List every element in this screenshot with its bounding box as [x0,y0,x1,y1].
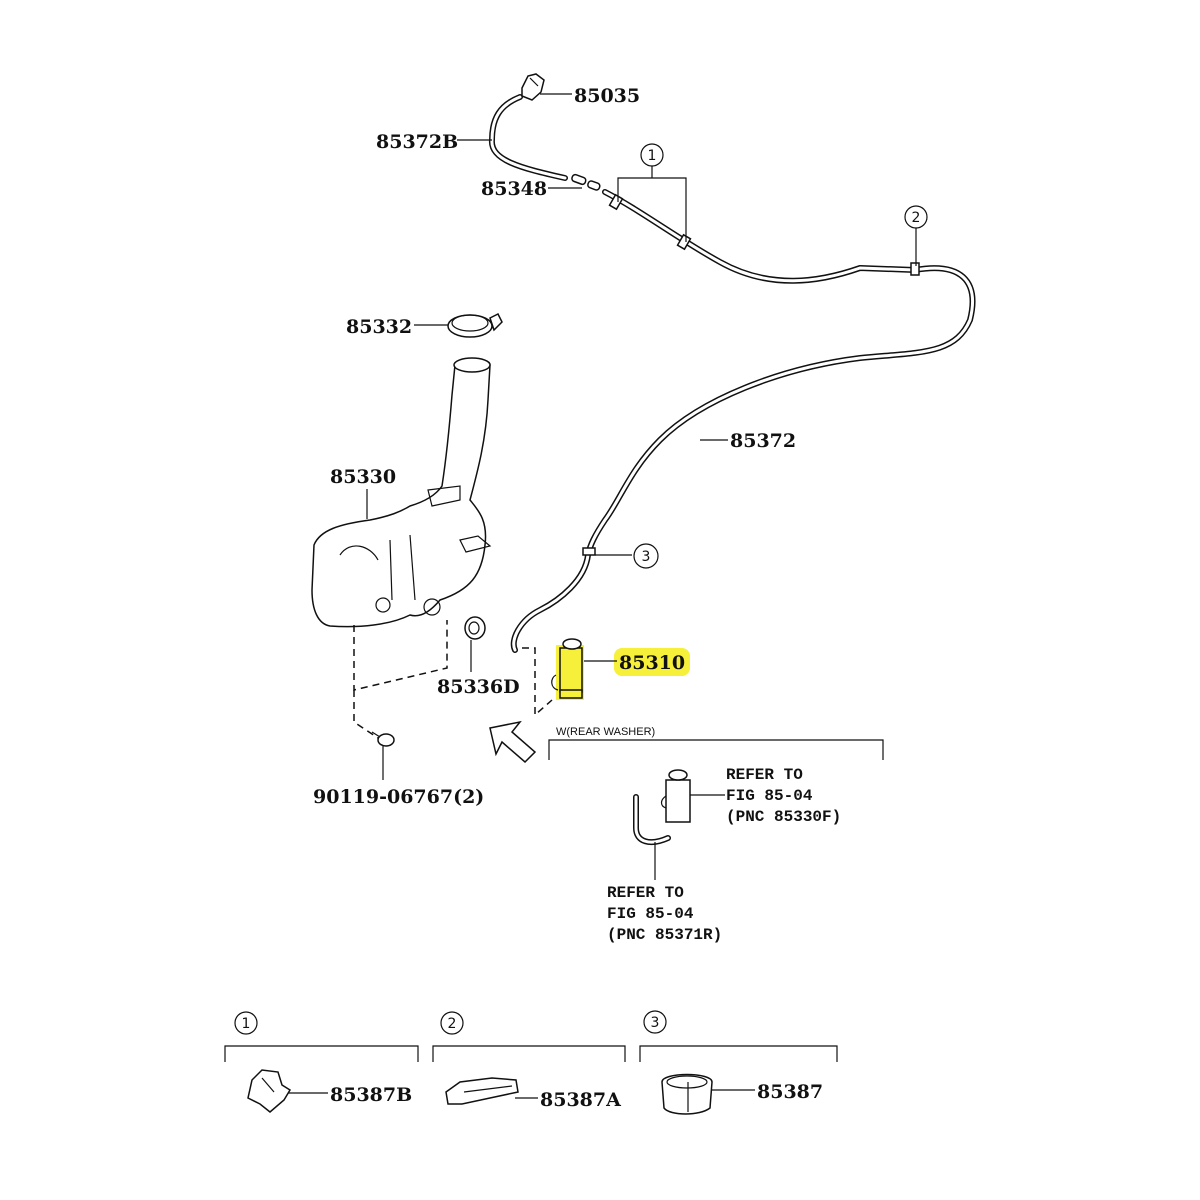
label-joint[interactable]: 85348 [481,178,547,200]
grommet[interactable] [464,616,486,640]
clamp-legend-3: 3 85387 [639,1010,838,1115]
pump-ref-line-2: FIG 85-04 [726,787,813,805]
pump-ref-line-1: REFER TO [726,766,803,784]
label-grommet[interactable]: 85336D [437,676,520,698]
legend-callout-3: 3 [651,1015,660,1031]
clamp-85387[interactable] [661,1073,713,1115]
callout-3-text: 3 [642,549,651,565]
callout-2-text: 2 [912,210,921,226]
callout-1: 1 [640,143,664,167]
hose-clamp-1b [676,233,692,251]
legend-callout-2: 2 [448,1016,457,1032]
reservoir-cap[interactable] [447,312,503,338]
callout-3: 3 [633,543,659,569]
hose-ref-line-3: (PNC 85371R) [607,926,722,944]
washer-reservoir[interactable] [311,357,492,628]
washer-nozzle[interactable] [521,73,545,101]
hose-clamp-2 [910,262,920,276]
callout-1-text: 1 [648,148,657,164]
washer-pump[interactable] [551,638,584,700]
clamp-85387B[interactable] [247,1069,292,1113]
clamp-85387A[interactable] [445,1077,519,1105]
callout-2: 2 [904,205,928,229]
legend-callout-1: 1 [242,1016,251,1032]
legend-part-1[interactable]: 85387B [330,1084,412,1106]
direction-arrow-icon [489,720,537,764]
hose-clamp-3 [582,547,596,556]
hose-ref-line-1: REFER TO [607,884,684,902]
label-reservoir[interactable]: 85330 [330,466,396,488]
pump-ref-line-3: (PNC 85330F) [726,808,841,826]
label-cap[interactable]: 85332 [346,316,412,338]
pump-label-highlight [614,648,690,676]
rear-washer-pump[interactable] [660,769,691,823]
hose-joint[interactable] [571,173,601,191]
clamp-legend-1: 1 85387B [224,1011,419,1113]
label-bolt[interactable]: 90119-06767(2) [313,786,484,808]
mounting-bolt[interactable] [371,731,395,747]
hose-clamp-1a [608,193,624,211]
label-nozzle[interactable]: 85035 [574,85,640,107]
label-hose-upper[interactable]: 85372B [376,131,458,153]
rear-washer-label: W(REAR WASHER) [556,726,655,738]
label-hose-main[interactable]: 85372 [730,430,796,452]
legend-part-3[interactable]: 85387 [757,1081,823,1103]
rear-washer-hose[interactable] [633,794,671,846]
label-pump[interactable]: 85310 [619,652,685,674]
clamp-legend-2: 2 85387A [432,1011,626,1111]
hose-ref-line-2: FIG 85-04 [607,905,694,923]
legend-part-2[interactable]: 85387A [540,1089,621,1111]
upper-hose-assembly [488,73,976,653]
